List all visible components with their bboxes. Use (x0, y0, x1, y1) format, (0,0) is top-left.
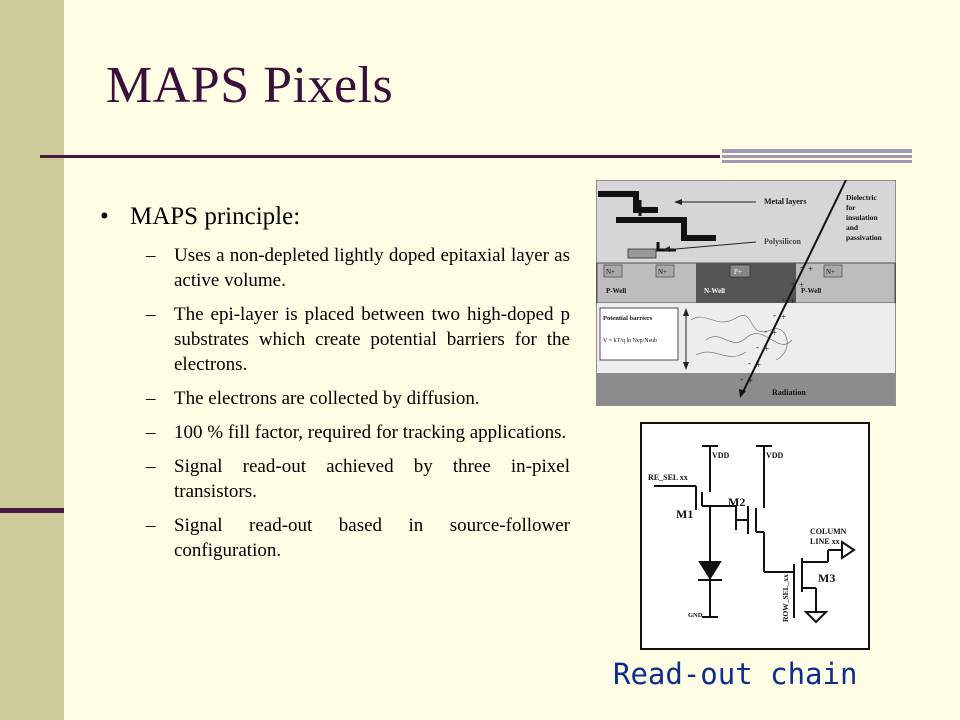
m1-label: M1 (676, 507, 693, 521)
n-well-label: N-Well (704, 287, 725, 295)
potential-formula: V = kT/q ln Nep/Nsub (603, 338, 657, 344)
n-plus-label: N+ (826, 268, 835, 276)
dielectric-label: passivation (846, 233, 883, 242)
sub-bullet-list: –Uses a non-depleted lightly doped epita… (146, 243, 570, 572)
re-sel-label: RE_SEL xx (648, 473, 688, 482)
sub-bullet: –Signal read-out based in source-followe… (146, 515, 570, 561)
dielectric-label: and (846, 223, 859, 232)
svg-text:-: - (756, 342, 759, 352)
sub-bullet-text: Uses a non-depleted lightly doped epitax… (174, 245, 570, 291)
sub-bullet-text: Signal read-out based in source-follower… (174, 515, 570, 561)
dielectric-label: insulation (846, 213, 879, 222)
sub-bullet: –The electrons are collected by diffusio… (146, 388, 480, 409)
main-bullet-text: MAPS principle: (130, 203, 301, 230)
svg-text:-: - (782, 294, 785, 304)
p-plus-label: P+ (734, 268, 742, 276)
title-divider (40, 155, 720, 158)
svg-text:-: - (791, 278, 794, 288)
radiation-label: Radiation (772, 388, 806, 397)
svg-text:+: + (799, 280, 804, 290)
column-line-label: COLUMN (810, 527, 847, 536)
sub-bullet: –Uses a non-depleted lightly doped epita… (146, 245, 570, 291)
p-well-label: P-Well (801, 287, 821, 295)
column-line-label: LINE xx (810, 537, 840, 546)
row-sel-label: ROW_SEL_xx (781, 574, 790, 622)
sub-bullet: –The epi-layer is placed between two hig… (146, 304, 570, 375)
gnd-label: GND (688, 612, 703, 619)
sidebar-accent-line (0, 508, 64, 513)
bullet-dot-icon: • (100, 203, 109, 230)
title-divider-accent (722, 149, 912, 163)
svg-text:-: - (800, 262, 803, 272)
svg-text:-: - (764, 326, 767, 336)
sub-bullet-text: The electrons are collected by diffusion… (174, 388, 480, 409)
m2-label: M2 (728, 495, 745, 509)
m3-label: M3 (818, 571, 835, 585)
sub-bullet-text: Signal read-out achieved by three in-pix… (174, 456, 570, 502)
svg-text:+: + (756, 360, 761, 370)
sub-bullet: –Signal read-out achieved by three in-pi… (146, 456, 570, 502)
svg-text:+: + (808, 264, 813, 274)
figure-caption: Read-out chain (613, 657, 858, 691)
n-plus-label: N+ (606, 268, 615, 276)
potential-barriers-label: Potential barriers (603, 315, 653, 322)
svg-text:+: + (772, 328, 777, 338)
dielectric-label: Dielectric (846, 193, 877, 202)
maps-cross-section-diagram: Metal layers Polysilicon Dielectric for … (596, 180, 896, 406)
svg-text:+: + (790, 296, 795, 306)
svg-text:+: + (748, 376, 753, 386)
svg-text:-: - (740, 374, 743, 384)
readout-circuit-diagram: VDD VDD RE_SEL xx M1 M2 M3 COLUMN LINE x… (640, 422, 870, 650)
vdd-label: VDD (712, 451, 730, 460)
sub-bullet: –100 % fill factor, required for trackin… (146, 422, 567, 443)
slide-title: MAPS Pixels (106, 57, 394, 114)
svg-text:+: + (781, 312, 786, 322)
svg-text:-: - (748, 358, 751, 368)
sidebar-bar (0, 0, 64, 720)
metal-layers-label: Metal layers (764, 197, 806, 206)
main-bullet: • MAPS principle: (100, 203, 300, 231)
dielectric-label: for (846, 203, 856, 212)
p-well-label: P-Well (606, 287, 626, 295)
sub-bullet-text: 100 % fill factor, required for tracking… (174, 422, 567, 443)
svg-text:+: + (764, 344, 769, 354)
polysilicon-label: Polysilicon (764, 237, 801, 246)
vdd-label: VDD (766, 451, 784, 460)
n-plus-label: N+ (658, 268, 667, 276)
svg-text:-: - (773, 310, 776, 320)
sub-bullet-text: The epi-layer is placed between two high… (174, 304, 570, 375)
